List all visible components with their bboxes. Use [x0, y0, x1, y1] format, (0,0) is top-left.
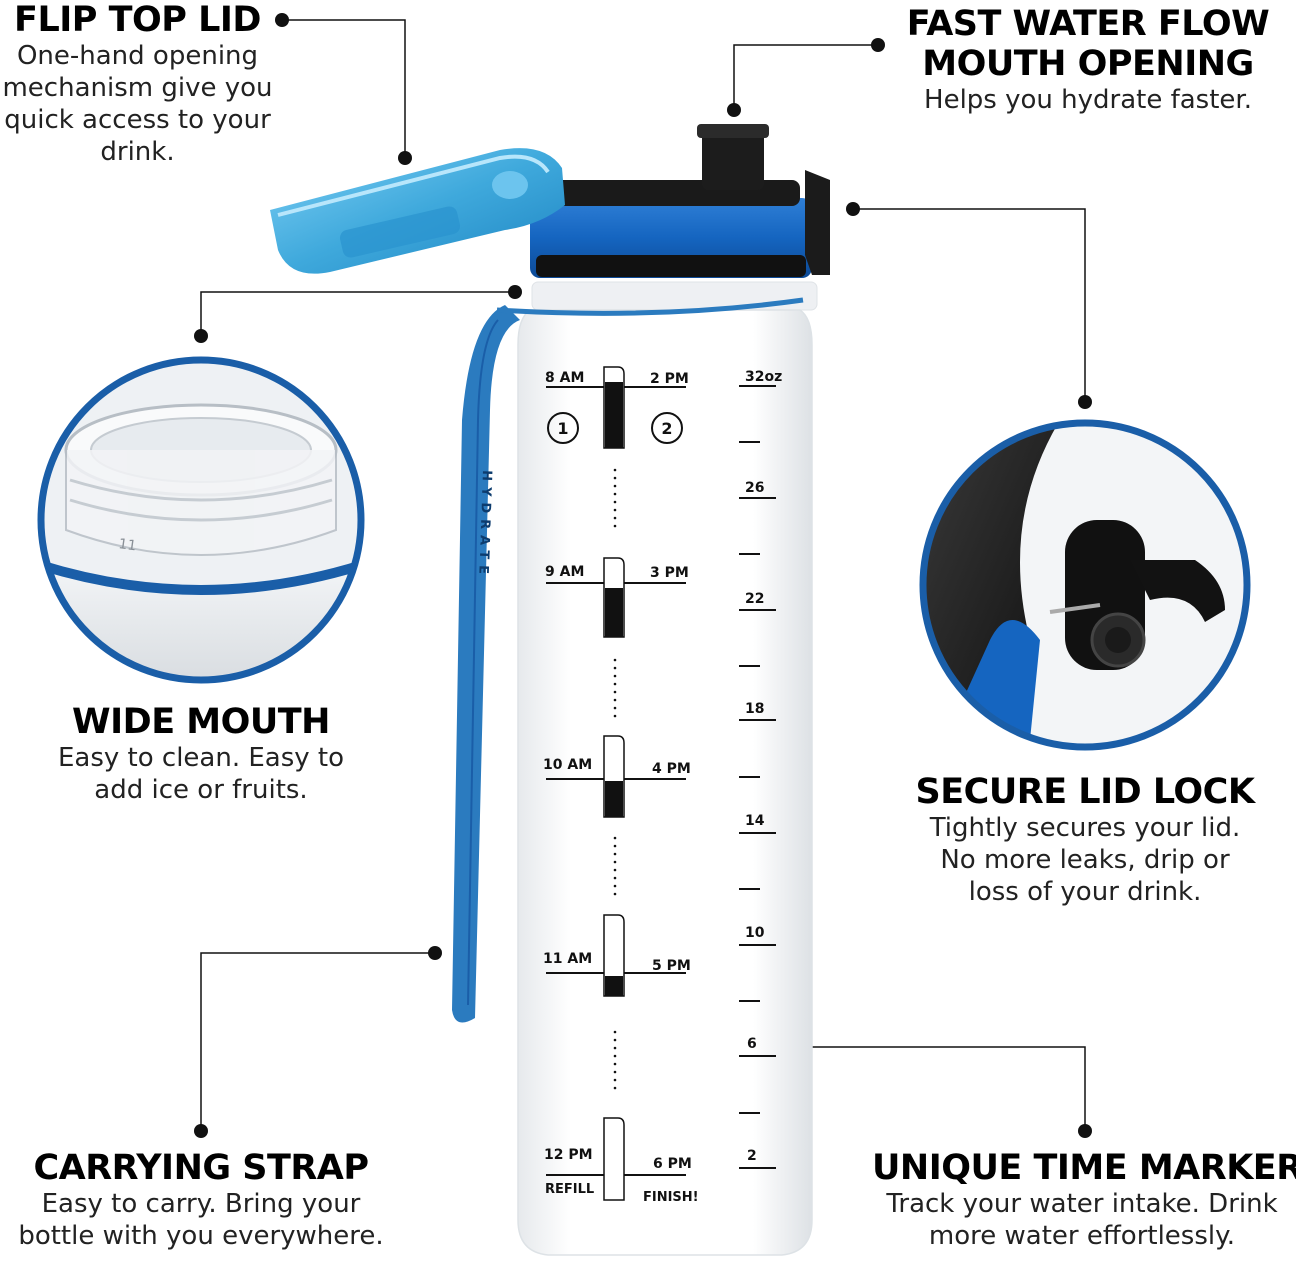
leader-fast-flow: [733, 44, 878, 110]
feature-desc-line: Track your water intake. Drink: [886, 1189, 1278, 1219]
oz-label: 22: [745, 591, 764, 607]
lid-lock-closeup: [919, 419, 1251, 751]
time-right: 6 PM: [653, 1156, 692, 1172]
time-marker-group-4: 11 AM 5 PM: [543, 914, 691, 997]
time-left: 8 AM: [545, 370, 584, 386]
bottle: [496, 281, 818, 1256]
feature-desc-line: quick access to your: [4, 105, 271, 135]
feature-carrying-strap: CARRYING STRAP Easy to carry. Bring your…: [10, 1148, 392, 1252]
oz-label: 32oz: [745, 369, 782, 385]
time-left: 11 AM: [543, 951, 592, 967]
leader-wide-mouth: [200, 291, 515, 336]
time-left: 10 AM: [543, 757, 592, 773]
bottle-lid: [530, 124, 830, 278]
leader-flip-lid: [282, 19, 406, 158]
feature-desc-line: mechanism give you: [2, 73, 273, 103]
feature-desc-line: add ice or fruits.: [94, 775, 308, 805]
leader-strap: [200, 952, 435, 1131]
time-left: 9 AM: [545, 564, 584, 580]
feature-desc-line: Helps you hydrate faster.: [924, 85, 1252, 115]
refill-label: REFILL: [545, 1182, 594, 1197]
time-marker-group-1: 8 AM 2 PM 1 2: [545, 366, 689, 449]
time-marker-group-3: 10 AM 4 PM: [543, 735, 691, 818]
feature-unique-time-marker: UNIQUE TIME MARKER Track your water inta…: [872, 1148, 1296, 1252]
feature-desc-line: more water effortlessly.: [928, 1221, 1236, 1251]
time-marker-group-2: 9 AM 3 PM: [545, 557, 689, 638]
feature-desc-line: Easy to clean. Easy to: [57, 743, 345, 773]
wide-mouth-closeup: 11: [37, 356, 365, 684]
feature-desc-line: Easy to carry. Bring your: [41, 1189, 361, 1219]
time-left: 12 PM: [544, 1147, 593, 1163]
oz-label: 26: [745, 480, 764, 496]
volume-scale: [739, 385, 776, 1169]
circle-label-1: 1: [557, 419, 568, 438]
feature-desc-line: No more leaks, drip or: [940, 845, 1230, 875]
feature-fast-water-flow: FAST WATER FLOW MOUTH OPENING Helps you …: [900, 4, 1276, 116]
time-right: 2 PM: [650, 371, 689, 387]
feature-flip-top-lid: FLIP TOP LID One-hand opening mechanism …: [0, 0, 275, 168]
feature-title: FAST WATER FLOW: [906, 4, 1270, 44]
oz-label: 14: [745, 813, 765, 829]
feature-secure-lid-lock: SECURE LID LOCK Tightly secures your lid…: [905, 772, 1265, 908]
time-right: 4 PM: [652, 761, 691, 777]
oz-label: 6: [747, 1036, 757, 1052]
leader-secure-lock: [853, 208, 1086, 402]
feature-title: SECURE LID LOCK: [915, 772, 1255, 812]
feature-desc-line: One-hand opening: [16, 41, 259, 71]
feature-desc-line: Tightly secures your lid.: [929, 813, 1241, 843]
feature-title: UNIQUE TIME MARKER: [872, 1148, 1296, 1188]
circle-label-2: 2: [661, 419, 672, 438]
feature-title: FLIP TOP LID: [14, 0, 261, 40]
oz-label: 10: [745, 925, 765, 941]
oz-label: 18: [745, 701, 764, 717]
feature-desc-line: loss of your drink.: [968, 877, 1202, 907]
bottle-markings: 32oz 26 22 18 14 10 6 2 8 AM 2 PM 1 2 9 …: [543, 366, 782, 1205]
feature-title: WIDE MOUTH: [72, 702, 330, 742]
strap-text: HYDRATE: [475, 470, 494, 580]
dotted-progress: [613, 468, 617, 1090]
flip-cap: [270, 148, 565, 274]
feature-wide-mouth: WIDE MOUTH Easy to clean. Easy to add ic…: [40, 702, 362, 806]
carrying-strap: HYDRATE: [452, 305, 520, 1023]
oz-label: 2: [747, 1148, 757, 1164]
feature-desc-line: bottle with you everywhere.: [18, 1221, 384, 1251]
jar-mark: 11: [117, 536, 137, 554]
finish-label: FINISH!: [643, 1190, 699, 1205]
feature-title: CARRYING STRAP: [33, 1148, 369, 1188]
time-right: 3 PM: [650, 565, 689, 581]
time-right: 5 PM: [652, 958, 691, 974]
feature-desc-line: drink.: [100, 137, 175, 167]
feature-title: MOUTH OPENING: [922, 44, 1254, 84]
time-marker-group-5: 12 PM 6 PM REFILL FINISH!: [544, 1117, 699, 1205]
